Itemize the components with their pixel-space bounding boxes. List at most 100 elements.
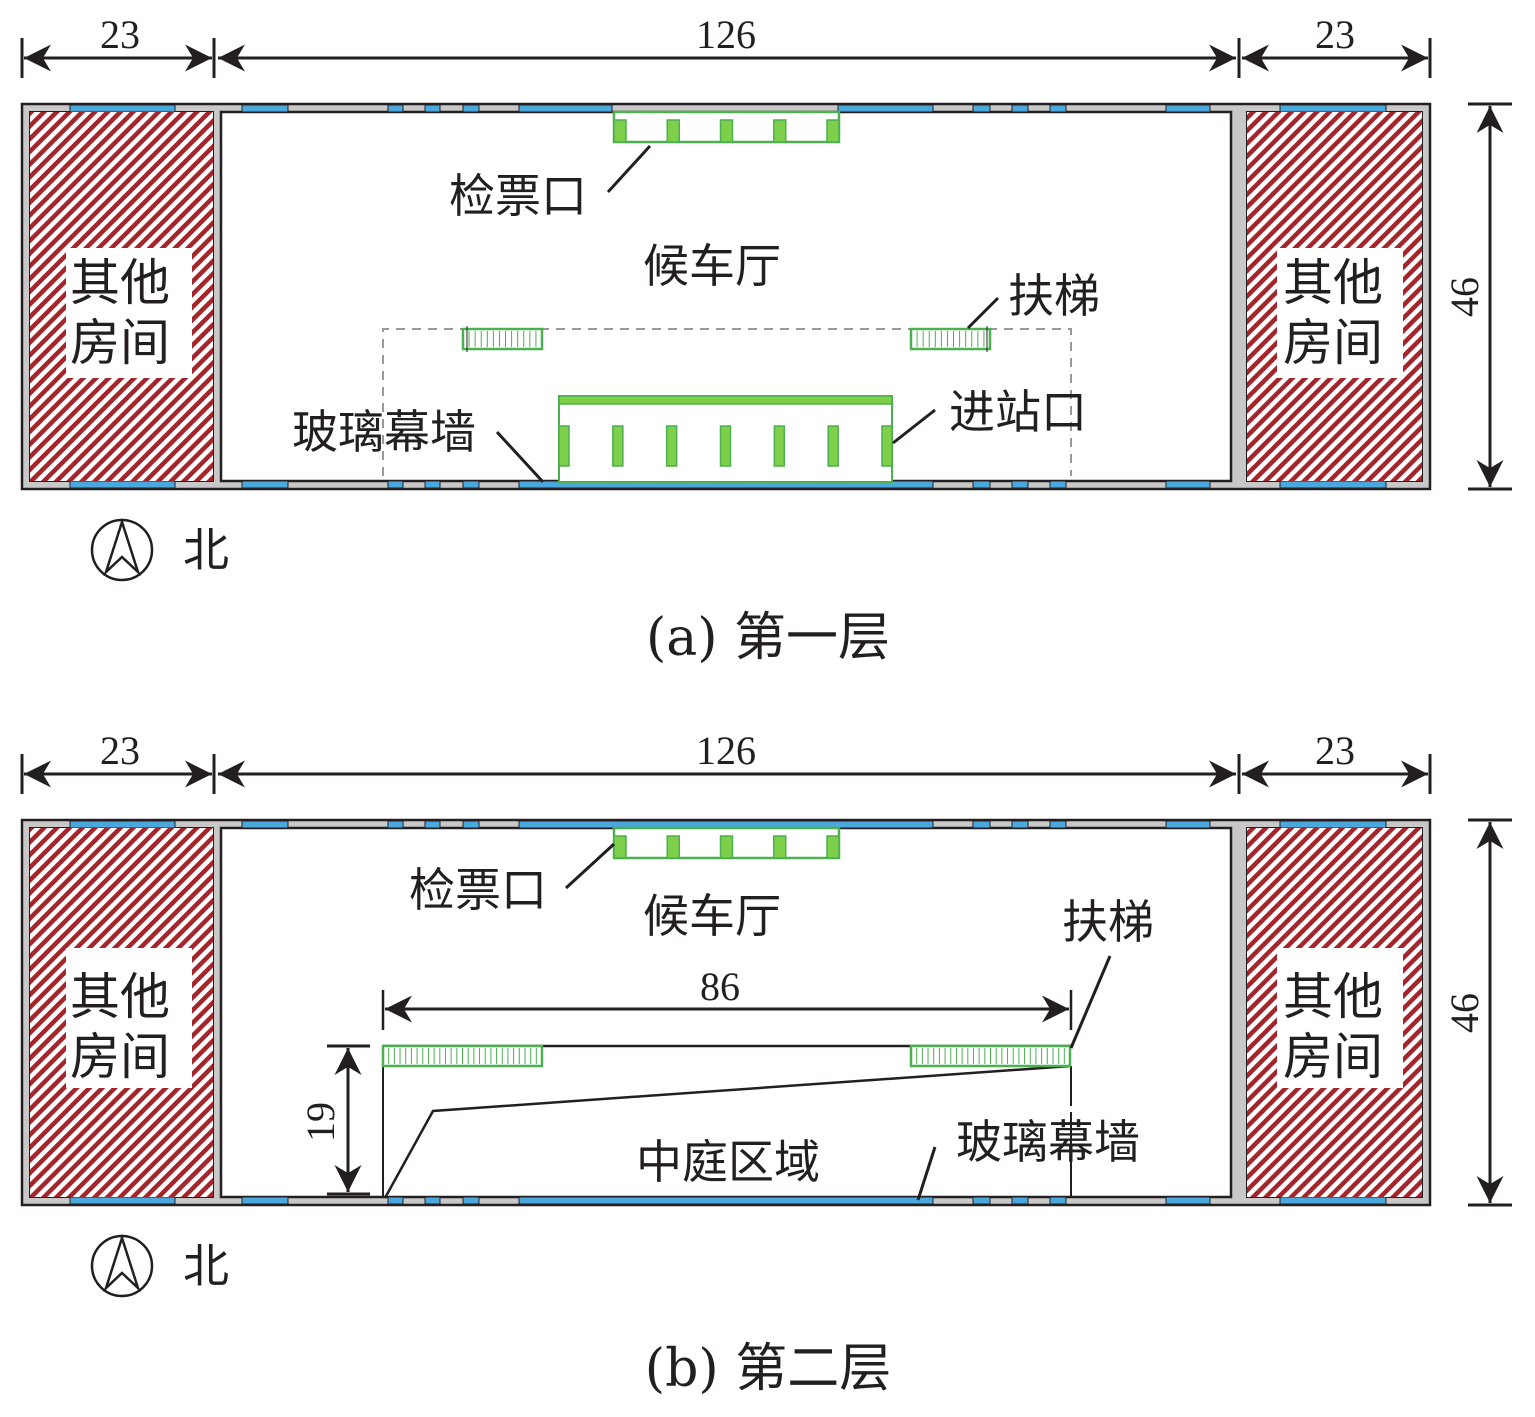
room-right-line2: 房间 [1283,1028,1383,1086]
window [1279,480,1387,489]
dimension-height: 46 [1442,102,1512,491]
escalator-leader [966,296,1000,330]
window [1011,820,1029,829]
north-label: 北 [183,1239,229,1293]
room-left-line1: 其他 [70,968,170,1026]
window [424,820,441,829]
entrance-barrier [612,425,624,467]
ticket-gate-label: 检票口 [409,863,547,917]
room-label-bg-left [66,948,192,1088]
window [1165,480,1211,489]
ticket-gate-barrier [719,119,734,143]
ticket-gate-barrier [613,835,627,859]
window [387,1196,404,1205]
ticket-gate-barrier [773,835,787,859]
window [424,480,441,489]
window [518,104,613,113]
dimension-atrium-width: 86 [381,964,1073,1030]
escalator-left [381,1044,544,1068]
entrance-barrier [719,425,732,467]
window [241,820,289,829]
window [837,104,934,113]
window [387,104,404,113]
dim-middle: 126 [696,12,756,57]
compass-icon [90,1234,154,1298]
waiting-hall-label: 候车厅 [643,889,781,943]
caption-floor-1: (a) 第一层 [646,608,890,668]
window [69,104,176,113]
room-right-line1: 其他 [1283,968,1383,1026]
ticket-gate-barrier [719,835,734,859]
room-label-bg-right [1277,948,1403,1088]
window [1049,820,1067,829]
ticket-gate-barrier [826,119,840,143]
window [387,480,404,489]
window [1011,480,1029,489]
window [1165,1196,1211,1205]
glass-wall-leader [916,1146,937,1201]
dim-left: 23 [100,728,140,773]
dim-right: 23 [1315,12,1355,57]
window [518,1196,934,1205]
room-label-left: 其他房间 [70,968,170,1086]
room-left-line2: 房间 [70,1028,170,1086]
window [972,104,991,113]
window [462,104,480,113]
dimension-atrium-depth: 19 [298,1044,370,1196]
room-left-line1: 其他 [70,254,170,312]
dimension-height: 46 [1442,818,1512,1207]
room-label-left: 其他房间 [70,254,170,372]
room-left-line2: 房间 [70,314,170,372]
entrance-canopy [558,395,893,405]
window [972,480,991,489]
glass-wall-leader [495,430,545,484]
ticket-gate-barrier [826,835,840,859]
window [1165,820,1211,829]
escalator-frame [909,327,992,351]
dimension-top: 23 126 23 [20,728,1432,794]
escalator-label: 扶梯 [1008,269,1100,323]
window [1279,820,1387,829]
entrance-leader [892,408,936,445]
window [69,1196,176,1205]
caption-floor-2: (b) 第二层 [645,1339,891,1399]
floor-1-plan: 23 126 23 其他房间 其他房间 检票口 候车厅 扶梯 进站口 玻璃 [20,12,1512,668]
ticket-gate-barrier [666,119,680,143]
entrance-barrier [773,425,786,467]
entrance-barrier [827,425,839,467]
window [424,1196,441,1205]
window [1049,1196,1067,1205]
window [69,480,176,489]
window [387,820,404,829]
north-arrow: 北 [90,1233,229,1298]
entrance-barrier [558,425,570,467]
floor-2-plan: 23 126 23 其他房间 其他房间 检票口 候车厅 86 扶梯 [20,728,1512,1399]
room-label-bg-left [66,248,192,378]
window [462,480,480,489]
window [972,820,991,829]
dim-atrium-width: 86 [700,964,740,1009]
ticket-gate-barrier [613,119,627,143]
dimension-top: 23 126 23 [20,12,1432,78]
room-right-line2: 房间 [1283,314,1383,372]
room-label-right: 其他房间 [1283,254,1383,372]
entrance-gates [558,395,893,483]
dim-height: 46 [1442,993,1487,1033]
window [241,480,289,489]
atrium-glass-edge [383,1064,1072,1199]
ticket-gate-leader [606,144,652,194]
dim-right: 23 [1315,728,1355,773]
ticket-gate-leader [564,842,616,890]
ticket-gate [612,826,841,860]
window [1011,104,1029,113]
window [1049,104,1067,113]
glass-wall-label: 玻璃幕墙 [292,405,476,459]
window [1011,1196,1029,1205]
dim-middle: 126 [696,728,756,773]
room-label-bg-right [1277,248,1403,378]
waiting-hall-label: 候车厅 [643,239,781,293]
window [1279,104,1387,113]
window [1279,1196,1387,1205]
window [462,1196,480,1205]
